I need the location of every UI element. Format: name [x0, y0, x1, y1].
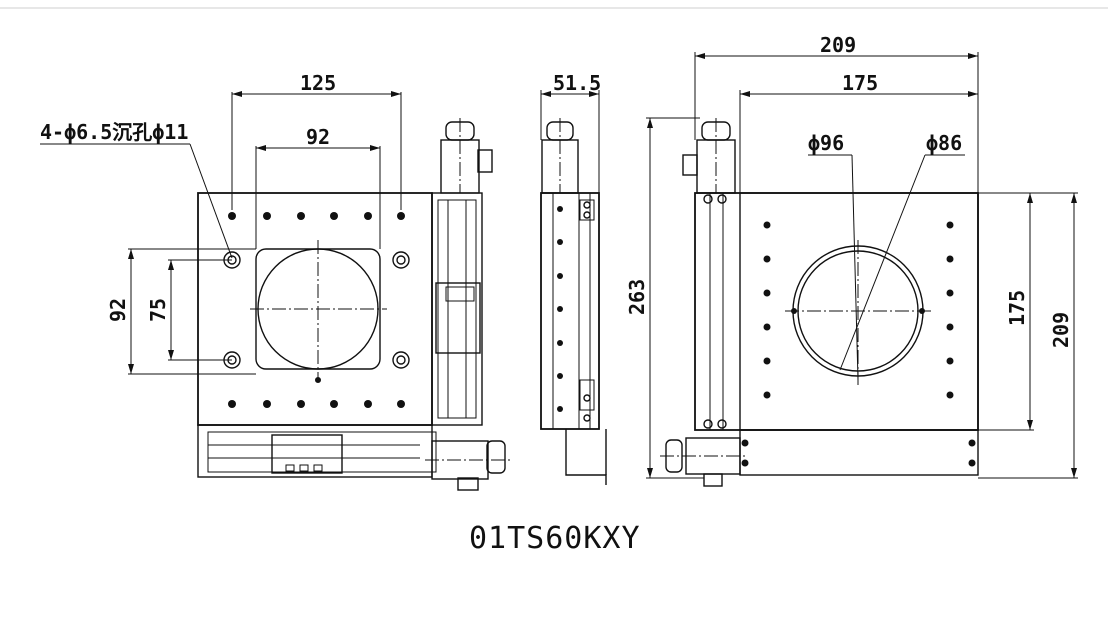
- dim-175-top: [739, 90, 978, 193]
- dim-125: [231, 91, 402, 210]
- front-view: 125 92 4-ϕ6.5沉孔ϕ11 92: [40, 71, 512, 491]
- dim-209-top: [694, 52, 979, 193]
- right-view: ϕ96 ϕ86 209 175 263: [625, 33, 1078, 487]
- front-bottom-holes: [228, 400, 405, 408]
- dim-175-right: [978, 192, 1034, 431]
- right-right-holes: [946, 221, 954, 399]
- front-top-holes: [228, 212, 405, 220]
- side-view: 51.5: [540, 71, 607, 485]
- dim-92-top: [255, 145, 381, 249]
- hole-callout-leader: [40, 143, 233, 259]
- dim-75: [168, 259, 232, 361]
- dim-label-175-top: 175: [842, 71, 878, 95]
- dim-51-5: [540, 90, 600, 193]
- dim-label-92-left: 92: [106, 298, 130, 322]
- dim-label-51-5: 51.5: [553, 71, 601, 95]
- dim-label-phi-96: ϕ96: [808, 131, 844, 155]
- front-x-drive: [197, 424, 512, 491]
- side-holes: [557, 206, 563, 412]
- dim-label-phi-86: ϕ86: [926, 131, 962, 155]
- dim-label-125: 125: [300, 71, 336, 95]
- counterbore-holes: [223, 251, 410, 369]
- right-left-holes: [763, 221, 771, 399]
- front-y-drive: [431, 118, 493, 426]
- hole-callout: 4-ϕ6.5沉孔ϕ11: [40, 120, 188, 144]
- dim-label-175-right: 175: [1005, 290, 1029, 326]
- dim-92-left: [128, 248, 256, 375]
- dim-label-263: 263: [625, 279, 649, 315]
- dim-label-92-top: 92: [306, 125, 330, 149]
- dim-209-right: [978, 192, 1078, 479]
- dim-label-209-top: 209: [820, 33, 856, 57]
- dim-263: [646, 117, 704, 479]
- model-number: 01TS60KXY: [469, 521, 641, 556]
- dim-label-75: 75: [146, 298, 170, 322]
- dim-label-209-right: 209: [1049, 312, 1073, 348]
